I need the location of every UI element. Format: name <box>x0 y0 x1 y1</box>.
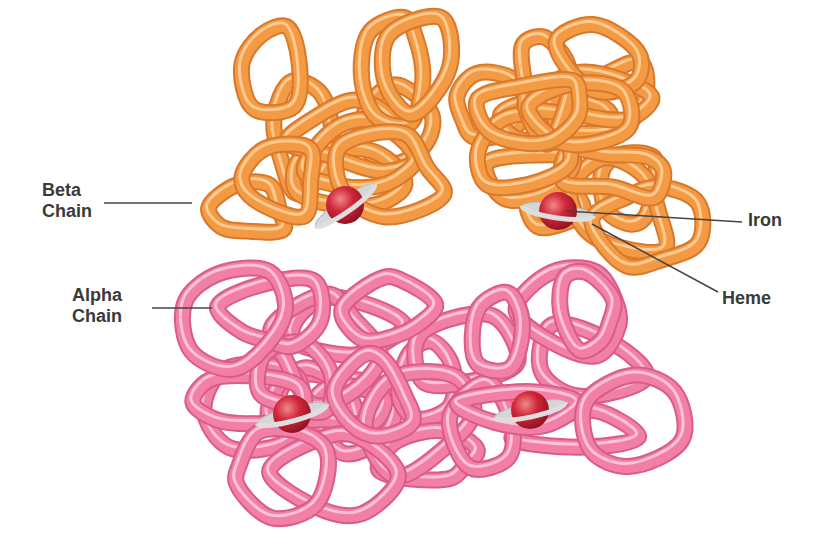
tube-highlight <box>332 350 411 433</box>
heme-group <box>493 391 566 429</box>
iron-sphere <box>273 395 311 433</box>
leader-line <box>104 202 192 204</box>
part-label: Beta Chain <box>42 180 104 221</box>
tube-highlight <box>234 426 327 516</box>
heme-group <box>311 179 378 232</box>
leader-lines <box>104 203 742 308</box>
tube-highlight <box>581 372 684 463</box>
chain-loop <box>470 289 522 371</box>
chain-loop <box>514 265 620 357</box>
chain-loop <box>239 23 300 113</box>
beta-chain-tube <box>207 13 703 267</box>
leader-line <box>592 224 718 292</box>
chain-loop <box>340 274 436 342</box>
tube-edge <box>560 271 615 351</box>
tube-body <box>236 429 329 519</box>
tube-body <box>472 292 522 371</box>
tube-body <box>560 271 615 351</box>
chain-loop <box>380 13 451 114</box>
tube-highlight <box>558 268 613 348</box>
tube-highlight <box>470 289 520 368</box>
heme-group <box>521 192 594 230</box>
tube-body <box>342 277 436 342</box>
tube-highlight <box>239 23 298 110</box>
tube-edge <box>236 429 329 519</box>
tube-edge <box>472 292 522 371</box>
heme-ring-front <box>495 403 567 425</box>
chain-loop <box>180 265 285 369</box>
heme-groups <box>255 179 594 433</box>
tube-edge <box>342 277 436 342</box>
part-label: Alpha Chain <box>72 285 150 326</box>
heme-ring-front <box>521 206 593 223</box>
leader-line <box>566 211 742 222</box>
protein-chains <box>180 13 702 518</box>
heme-ring-front <box>316 184 379 231</box>
tube-highlight <box>474 77 578 141</box>
alpha-chain-tube <box>180 265 685 519</box>
chain-loop <box>558 268 615 351</box>
leader-line <box>152 307 212 309</box>
part-label: Heme <box>722 288 802 309</box>
tube-body <box>182 268 285 369</box>
tube-highlight <box>380 13 449 111</box>
tube-highlight <box>180 265 283 366</box>
tube-edge <box>182 268 285 369</box>
iron-sphere <box>511 391 549 429</box>
chain-loop <box>474 77 580 144</box>
chain-loop <box>332 350 413 436</box>
chain-loop <box>240 141 313 217</box>
heme-ring <box>311 179 378 232</box>
tube-body <box>583 375 686 466</box>
heme-group <box>255 395 328 433</box>
tube-highlight <box>340 274 434 339</box>
heme-ring-front <box>257 405 328 430</box>
tube-edge <box>583 375 686 466</box>
tube-highlight <box>240 141 311 214</box>
chain-loop <box>581 372 686 466</box>
chain-loop <box>234 426 329 519</box>
part-label: Iron <box>748 210 818 231</box>
